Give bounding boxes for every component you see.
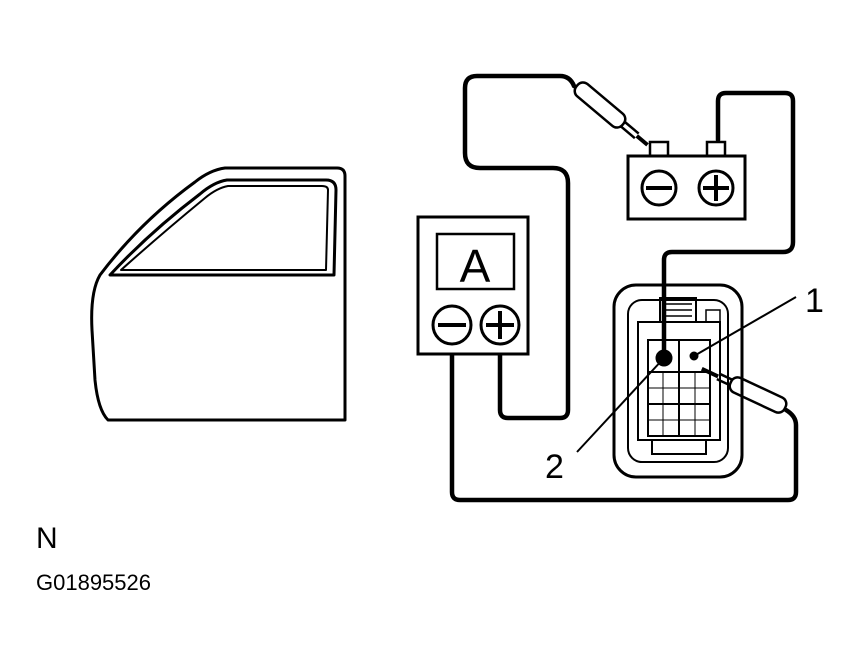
switch-connector xyxy=(612,283,744,479)
door-panel xyxy=(90,166,347,422)
battery-positive-post xyxy=(705,140,727,158)
callout-label-1: 1 xyxy=(805,282,824,320)
wire-battery-positive xyxy=(661,90,796,358)
leader-line-2 xyxy=(576,357,665,453)
wires xyxy=(449,73,799,503)
probe-battery-negative xyxy=(573,81,649,147)
wire-ammeter-positive xyxy=(462,73,577,421)
leader-lines xyxy=(576,296,797,453)
figure-id: G01895526 xyxy=(36,570,151,595)
ammeter xyxy=(416,215,530,356)
battery-negative-post xyxy=(648,140,670,158)
ammeter-symbol: A xyxy=(460,240,491,292)
callout-label-2: 2 xyxy=(545,448,564,486)
leader-line-1 xyxy=(693,296,797,357)
battery xyxy=(626,140,747,221)
view-code: N xyxy=(36,522,58,555)
wire-ammeter-negative xyxy=(449,343,799,503)
